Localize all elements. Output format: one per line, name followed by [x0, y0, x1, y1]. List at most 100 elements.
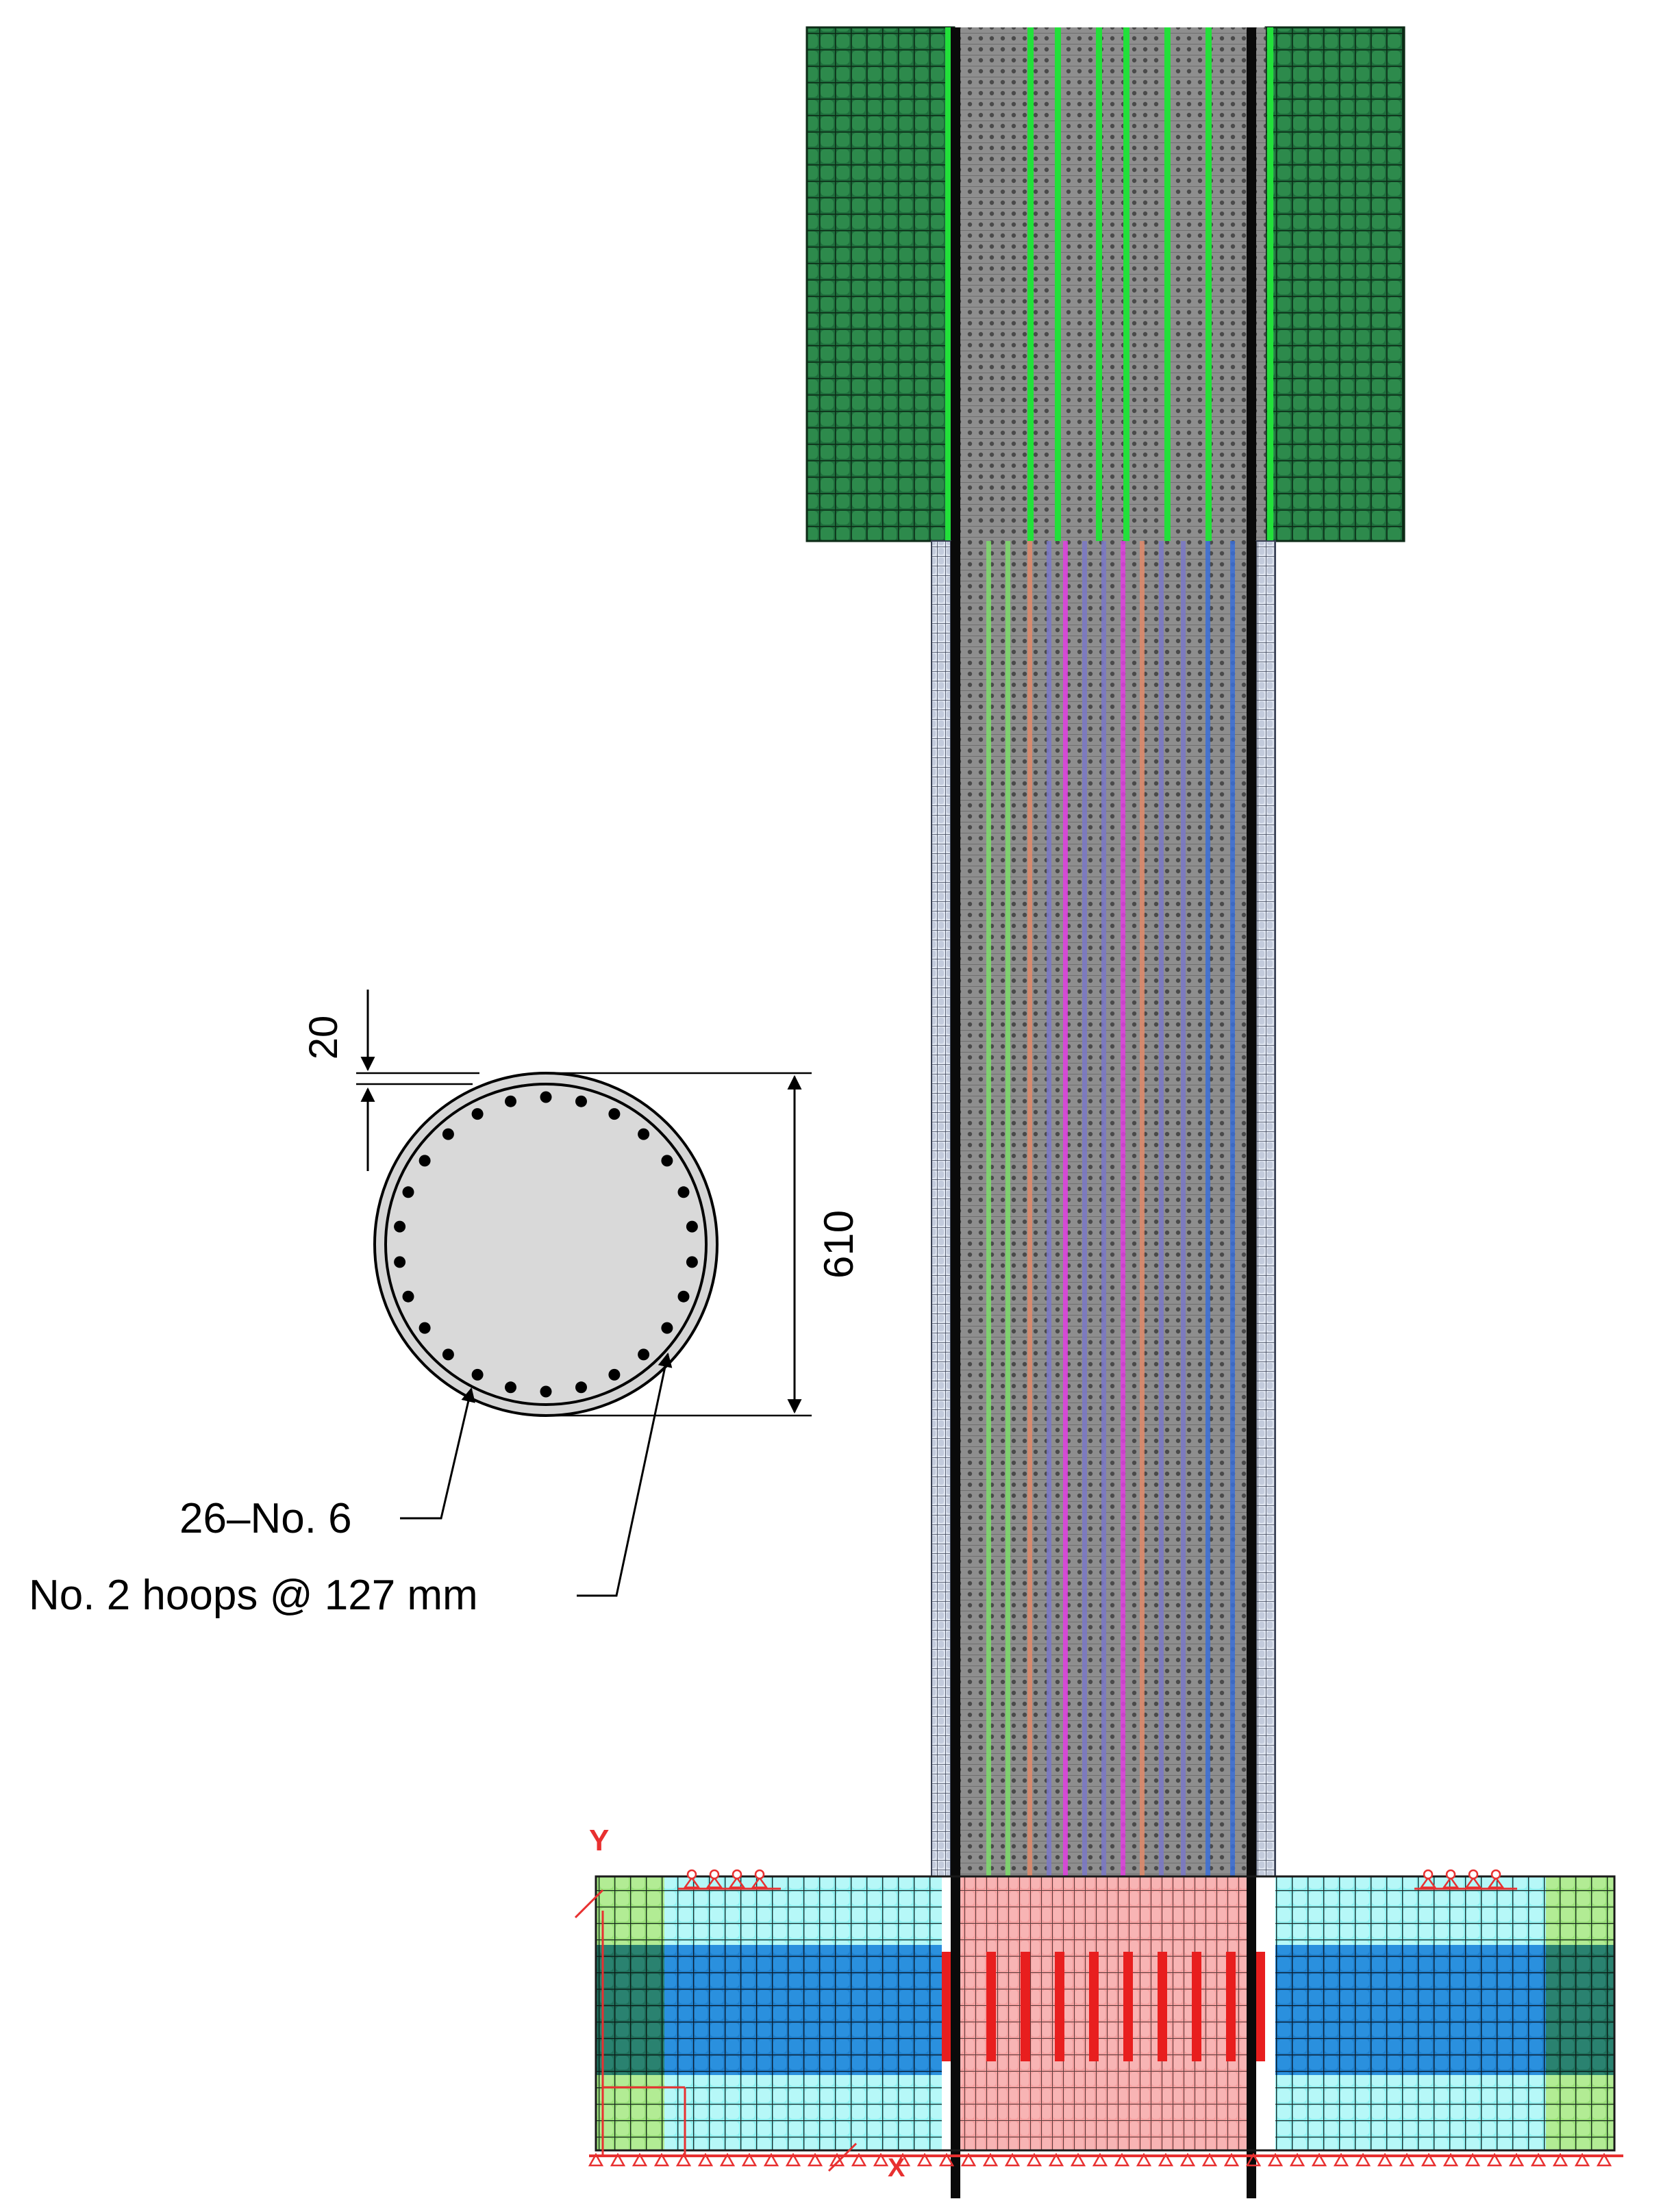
longitudinal-bar [638, 1348, 650, 1361]
support-triangle [1245, 2152, 1262, 2167]
longitudinal-bar [418, 1155, 431, 1167]
column-shell-right [1256, 540, 1276, 1877]
cap-rebar-line [1055, 27, 1061, 541]
longitudinal-bar [394, 1220, 406, 1233]
support-triangle [1377, 2152, 1393, 2167]
support-triangle [807, 2152, 823, 2167]
footing-rebar-bar [1192, 1952, 1201, 2061]
cap-rebar-line [1027, 27, 1034, 541]
support-triangle [1201, 2152, 1218, 2167]
support-triangle [697, 2152, 714, 2167]
support-triangle [851, 2152, 867, 2167]
column-rebar-line [1005, 541, 1010, 1876]
column-rebar-line [1140, 541, 1145, 1876]
cross-section-detail: 610 20 26–No. 6 No. 2 hoops @ 127 mm [29, 990, 862, 1619]
roller-triangle [1487, 1876, 1505, 1889]
footing-rebar-bar [1055, 1952, 1064, 2061]
longitudinal-bars-label: 26–No. 6 [179, 1495, 352, 1542]
footing-block [595, 1875, 1616, 2152]
support-triangle [1092, 2152, 1108, 2167]
support-triangle [653, 2152, 670, 2167]
longitudinal-bar [471, 1108, 484, 1120]
roller-triangle [1442, 1876, 1460, 1889]
boundary-supports [588, 1869, 1623, 2167]
longitudinal-bar [442, 1348, 454, 1361]
support-triangle [1289, 2152, 1306, 2167]
diameter-label: 610 [816, 1210, 862, 1279]
support-triangle [1070, 2152, 1086, 2167]
column-rebar-line [1121, 541, 1125, 1876]
support-triangle [1355, 2152, 1371, 2167]
cap-rebar-line [1096, 27, 1102, 541]
column-rebar-line [986, 541, 991, 1876]
roller-circle [709, 1869, 720, 1880]
longitudinal-bar [677, 1290, 690, 1303]
longitudinal-bar [402, 1186, 414, 1198]
support-triangle [1048, 2152, 1064, 2167]
column-rebar-line [1027, 541, 1032, 1876]
longitudinal-bar [575, 1095, 587, 1107]
longitudinal-bar [442, 1128, 454, 1140]
footing-rebar-bar [1158, 1952, 1167, 2061]
longitudinal-bar [471, 1368, 484, 1381]
longitudinal-bar [394, 1256, 406, 1268]
support-triangle [1486, 2152, 1503, 2167]
footing-red-strip-right [1256, 1952, 1265, 2061]
longitudinal-bar [418, 1322, 431, 1334]
steel-tube-right-cap [1247, 27, 1256, 541]
longitudinal-bars [394, 1091, 698, 1398]
longitudinal-bar [686, 1220, 698, 1233]
roller-circle [1445, 1869, 1456, 1880]
roller-circle [1490, 1869, 1501, 1880]
longitudinal-bar [505, 1381, 516, 1394]
longitudinal-bar [608, 1368, 621, 1381]
support-triangle [960, 2152, 977, 2167]
column-shell-left [931, 540, 951, 1877]
x-axis-label: X [888, 2154, 905, 2183]
roller-circle [686, 1869, 697, 1880]
hoops-label: No. 2 hoops @ 127 mm [29, 1572, 478, 1619]
support-triangle [1464, 2152, 1481, 2167]
cover-label: 20 [301, 1016, 346, 1060]
roller-circle [732, 1869, 742, 1880]
support-triangle [982, 2152, 999, 2167]
roller-circle [1423, 1869, 1434, 1880]
axis-triad: Y X [574, 1824, 905, 2183]
longitudinal-bar [661, 1322, 673, 1334]
longitudinal-bar [575, 1381, 587, 1394]
cap-rebar-line [1123, 27, 1129, 541]
longitudinal-bar [505, 1095, 516, 1107]
footing-rebar-bar [986, 1952, 996, 2061]
longitudinal-bar [608, 1108, 621, 1120]
support-triangle [785, 2152, 801, 2167]
support-triangle [1136, 2152, 1152, 2167]
y-axis-label: Y [589, 1824, 609, 1857]
support-triangle [1574, 2152, 1590, 2167]
roller-triangle [1419, 1876, 1437, 1889]
longitudinal-bar [677, 1186, 690, 1198]
support-triangle [1333, 2152, 1349, 2167]
support-triangle [588, 2152, 604, 2167]
steel-tube-left-cap [951, 27, 960, 541]
longitudinal-bar [638, 1128, 650, 1140]
steel-tube-left [951, 541, 960, 2198]
longitudinal-bar [686, 1256, 698, 1268]
support-triangle [719, 2152, 736, 2167]
support-triangle [632, 2152, 648, 2167]
support-triangle [675, 2152, 692, 2167]
support-triangle [1399, 2152, 1415, 2167]
support-triangle [895, 2152, 911, 2167]
roller-triangle [1464, 1876, 1482, 1889]
steel-tube-right [1247, 541, 1256, 2198]
support-triangle [1596, 2152, 1612, 2167]
support-triangle [1508, 2152, 1525, 2167]
footing-rebar-bar [1123, 1952, 1133, 2061]
footing-rebar-lines [986, 1952, 1236, 2061]
longitudinal-bar [540, 1385, 552, 1398]
footing-red-strip-left [942, 1952, 951, 2061]
column-rebar-line [1205, 541, 1210, 1876]
column-rebar-line [1159, 541, 1164, 1876]
support-triangle [610, 2152, 626, 2167]
support-triangle [1267, 2152, 1284, 2167]
support-triangle [1311, 2152, 1327, 2167]
